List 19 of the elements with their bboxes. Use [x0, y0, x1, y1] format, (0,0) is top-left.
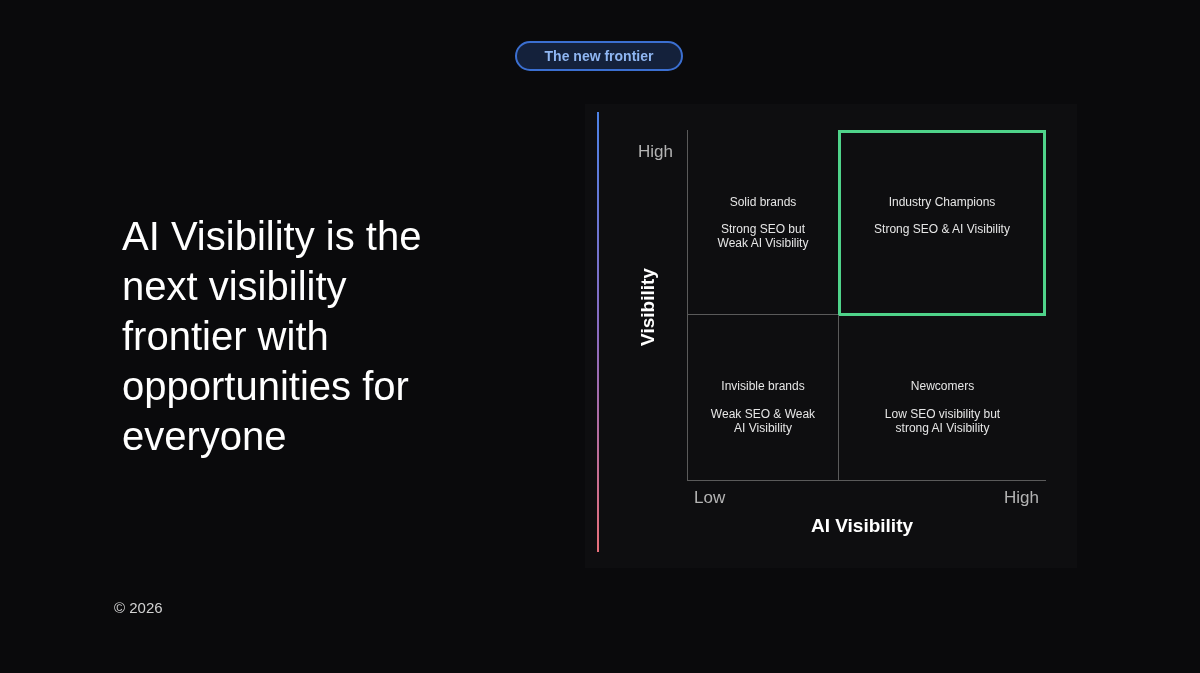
quadrant-description: Weak SEO & Weak AI Visibility: [709, 407, 817, 435]
quadrant-title: Industry Champions: [887, 195, 997, 209]
quadrant-description: Low SEO visibility but strong AI Visibility: [883, 407, 1002, 435]
quadrant-title: Solid brands: [728, 195, 798, 209]
quadrant-description: Strong SEO & AI Visibility: [873, 222, 1011, 236]
axis-tick-label: High: [638, 142, 673, 162]
quadrant-description: Strong SEO but Weak AI Visibility: [716, 222, 810, 250]
axis-title: AI Visibility: [810, 515, 914, 537]
section-tag: The new frontier: [515, 41, 683, 71]
axis-tick-label: High: [1004, 488, 1039, 508]
copyright-text: © 2026: [114, 599, 163, 617]
axis-title: Visibility: [636, 268, 659, 346]
axis-tick-label: Low: [694, 488, 726, 508]
quadrant: [687, 315, 839, 481]
headline: AI Visibility is the next visibility frontier with opportunities for everyone: [122, 213, 423, 460]
highlighted-quadrant: [838, 130, 1046, 316]
quadrant: [687, 130, 838, 315]
quadrant-title: Newcomers: [909, 379, 976, 393]
quadrant-title: Invisible brands: [720, 379, 806, 393]
